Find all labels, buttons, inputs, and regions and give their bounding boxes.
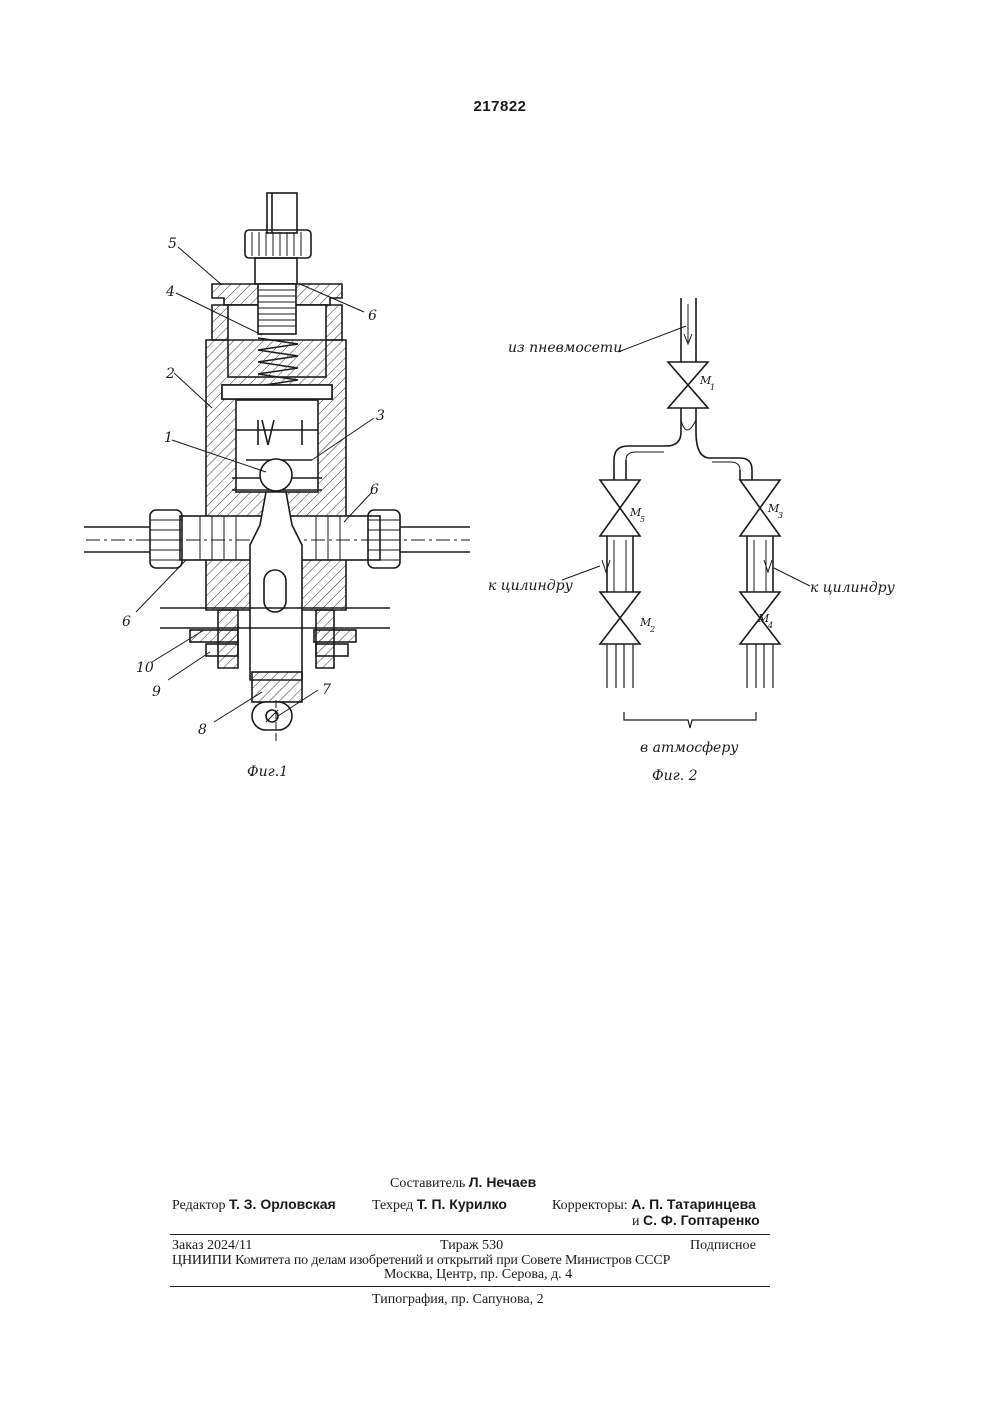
fig2-inlet-label: из пневмосети xyxy=(508,340,622,356)
fig2-valve-m2-index: 2 xyxy=(649,625,655,634)
imprint-rule-bottom xyxy=(170,1286,770,1287)
fig2-valve-m1-index: 1 xyxy=(710,383,715,392)
fig1-label-7: 7 xyxy=(322,682,331,698)
corrector-1: А. П. Татаринцева xyxy=(631,1196,756,1212)
compiler-label: Составитель xyxy=(390,1176,465,1191)
corrector-2-line: и С. Ф. Гоптаренко xyxy=(632,1212,760,1230)
org-address: Москва, Центр, пр. Серова, д. 4 xyxy=(384,1267,572,1283)
fig1-label-4: 4 xyxy=(165,284,175,300)
fig2-valve-m4-index: 4 xyxy=(767,621,773,630)
fig1-label-3: 3 xyxy=(376,408,385,424)
fig1-label-6-right: 6 xyxy=(370,482,379,498)
fig1-label-2: 2 xyxy=(165,366,175,382)
fig1-knurled-nut-left xyxy=(150,510,182,568)
fig1-caption: Фиг.1 xyxy=(247,764,288,780)
techred-label: Техред xyxy=(372,1198,413,1213)
techred-line: Техред Т. П. Курилко xyxy=(372,1196,507,1214)
editor-line: Редактор Т. З. Орловская xyxy=(172,1196,336,1214)
compiler-line: Составитель Л. Нечаев xyxy=(390,1174,536,1192)
fig2-valve-m2 xyxy=(600,592,640,644)
fig2-valve-m3-index: 3 xyxy=(778,511,783,520)
subscription: Подписное xyxy=(690,1238,756,1254)
fig1-label-10: 10 xyxy=(136,660,154,676)
editor-name: Т. З. Орловская xyxy=(229,1196,336,1212)
imprint-rule-top xyxy=(170,1234,770,1235)
corrector-2-prefix: и xyxy=(632,1214,640,1229)
fig1-label-1: 1 xyxy=(164,430,173,446)
fig1-label-9: 9 xyxy=(152,684,161,700)
compiler-name: Л. Нечаев xyxy=(469,1174,536,1190)
fig2-to-cylinder-left: к цилиндру xyxy=(488,578,574,594)
correctors-label: Корректоры: xyxy=(552,1198,628,1213)
fig1-label-6-left: 6 xyxy=(122,614,131,630)
printer: Типография, пр. Сапунова, 2 xyxy=(372,1292,544,1308)
circulation: Тираж 530 xyxy=(440,1238,503,1254)
fig2-exhaust-label: в атмосферу xyxy=(640,740,739,756)
fig1-label-8: 8 xyxy=(198,722,207,738)
fig2-to-cylinder-right: к цилиндру xyxy=(810,580,896,596)
editor-label: Редактор xyxy=(172,1198,226,1213)
techred-name: Т. П. Курилко xyxy=(417,1196,507,1212)
fig1-ball xyxy=(260,459,292,491)
fig1-label-6-top: 6 xyxy=(368,308,377,324)
fig1-label-5: 5 xyxy=(168,236,177,252)
fig2-caption: Фиг. 2 xyxy=(652,768,698,784)
fig2-brace xyxy=(624,712,756,728)
order-number: Заказ 2024/11 xyxy=(172,1238,252,1254)
corrector-2: С. Ф. Гоптаренко xyxy=(643,1212,760,1228)
fig2-valve-m5-index: 5 xyxy=(640,515,645,524)
